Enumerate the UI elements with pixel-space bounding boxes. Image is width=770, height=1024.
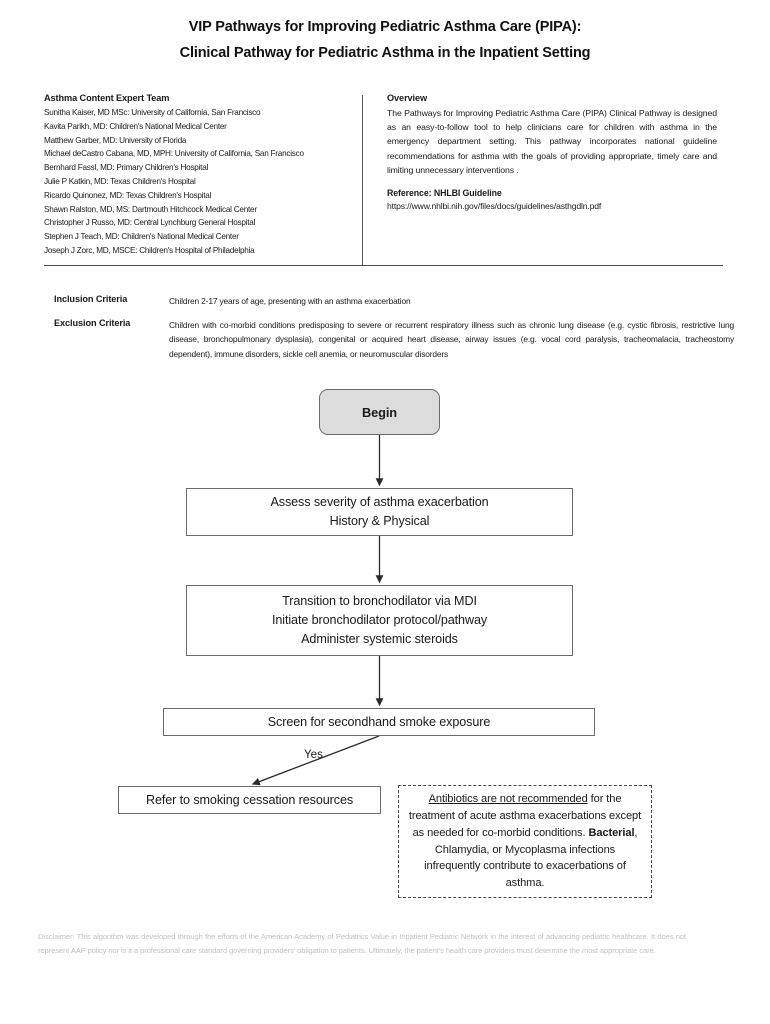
antibiotics-note-text: Antibiotics are not recommended for the …	[408, 791, 642, 892]
reference-url[interactable]: https://www.nhlbi.nih.gov/files/docs/gui…	[387, 201, 602, 212]
expert-member: Stephen J Teach, MD: Children's National…	[44, 232, 239, 242]
flow-node-begin-label: Begin	[361, 404, 398, 420]
expert-member: Shawn Ralston, MD, MS: Dartmouth Hitchco…	[44, 204, 257, 214]
expert-member: Christopher J Russo, MD: Central Lynchbu…	[44, 218, 256, 228]
expert-team-column: Asthma Content Expert Team Sunitha Kaise…	[44, 93, 354, 258]
exclusion-criteria-text: Children with co-morbid conditions predi…	[169, 319, 734, 359]
exclusion-criteria-label: Exclusion Criteria	[54, 317, 131, 328]
expert-member: Kavita Parikh, MD: Children's National M…	[44, 121, 227, 131]
expert-member: Bernhard Fassl, MD: Primary Children's H…	[44, 163, 209, 173]
header-horizontal-divider	[44, 265, 723, 267]
exclusion-criteria-row: Exclusion Criteria Children with co-morb…	[54, 318, 744, 362]
flow-node-refer-cessation[interactable]: Refer to smoking cessation resources	[118, 786, 381, 814]
flow-node-begin[interactable]: Begin	[319, 389, 440, 435]
flow-node-refer-label: Refer to smoking cessation resources	[145, 792, 354, 807]
title-line-2: Clinical Pathway for Pediatric Asthma in…	[179, 45, 591, 61]
inclusion-criteria-text: Children 2-17 years of age, presenting w…	[169, 296, 411, 306]
disclaimer-text: Disclaimer: This algorithm was developed…	[38, 932, 686, 955]
page-title: VIP Pathways for Improving Pediatric Ast…	[0, 14, 770, 66]
flow-node-transition-bronchodilator[interactable]: Transition to bronchodilator via MDI Ini…	[186, 585, 573, 656]
edge-label-yes: Yes	[304, 748, 323, 761]
inclusion-criteria-row: Inclusion Criteria Children 2-17 years o…	[54, 294, 744, 309]
antibiotics-text-b: , Chlamydia, or Mycoplasma infections in…	[424, 826, 638, 890]
expert-member: Ricardo Quinonez, MD: Texas Children's H…	[44, 190, 212, 200]
title-line-1: VIP Pathways for Improving Pediatric Ast…	[188, 19, 582, 35]
flow-node-screen-smoke[interactable]: Screen for secondhand smoke exposure	[163, 708, 595, 736]
flow-node-transition-line-2: Initiate bronchodilator protocol/pathway	[271, 613, 488, 627]
expert-team-heading: Asthma Content Expert Team	[44, 93, 170, 103]
header-vertical-divider	[362, 95, 363, 265]
flow-node-transition-line-3: Administer systemic steroids	[301, 632, 458, 646]
flow-node-assess-line-2: History & Physical	[329, 514, 430, 528]
antibiotics-underlined-phrase: Antibiotics are not recommended	[428, 793, 588, 806]
overview-column: Overview The Pathways for Improving Pedi…	[387, 93, 717, 211]
flow-node-screen-label: Screen for secondhand smoke exposure	[267, 714, 491, 729]
expert-member: Matthew Garber, MD: University of Florid…	[44, 135, 187, 145]
flow-node-assess-line-1: Assess severity of asthma exacerbation	[270, 495, 489, 509]
flow-node-transition-line-1: Transition to bronchodilator via MDI	[282, 594, 477, 608]
antibiotics-text-a: for the treatment of acute asthma exacer…	[408, 793, 642, 839]
reference-heading: Reference: NHLBI Guideline	[387, 188, 502, 199]
antibiotics-bold-bacterial: Bacterial	[588, 826, 635, 839]
criteria-section: Inclusion Criteria Children 2-17 years o…	[54, 294, 744, 370]
expert-member: Joseph J Zorc, MD, MSCE: Children's Hosp…	[44, 245, 255, 255]
callout-antibiotics-note: Antibiotics are not recommended for the …	[398, 785, 652, 898]
overview-heading: Overview	[387, 93, 428, 103]
overview-body: The Pathways for Improving Pediatric Ast…	[387, 108, 717, 175]
expert-member: Sunitha Kaiser, MD MSc: University of Ca…	[44, 108, 261, 117]
expert-member: Julie P Katkin, MD: Texas Children's Hos…	[44, 176, 196, 186]
flow-node-assess-severity[interactable]: Assess severity of asthma exacerbation H…	[186, 488, 573, 536]
expert-member: Michael deCastro Cabana, MD, MPH: Univer…	[44, 149, 304, 159]
header-info-area: Asthma Content Expert Team Sunitha Kaise…	[44, 93, 722, 265]
inclusion-criteria-label: Inclusion Criteria	[54, 294, 128, 304]
